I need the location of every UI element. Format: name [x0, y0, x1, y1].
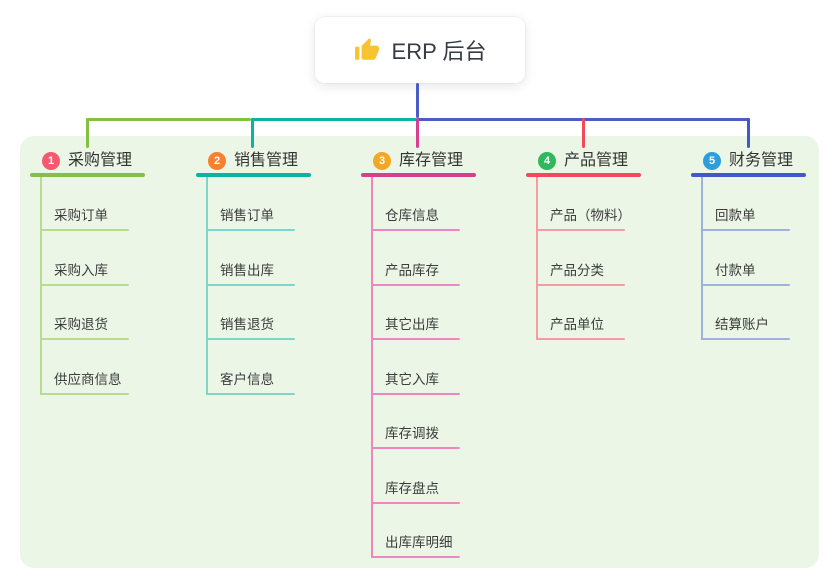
- branch-heading-underline: [196, 173, 311, 177]
- branch-item[interactable]: 产品（物料）: [550, 208, 631, 223]
- branch-child-connector: [40, 177, 42, 395]
- branch-item-underline: [536, 284, 625, 286]
- branch-item[interactable]: 产品分类: [550, 263, 604, 278]
- connector-drop-product: [582, 118, 585, 148]
- connector-trunk-green: [86, 118, 251, 121]
- branch-item-underline: [701, 284, 790, 286]
- branches-panel: [20, 136, 819, 568]
- branch-item[interactable]: 产品单位: [550, 317, 604, 332]
- connector-trunk-teal: [251, 118, 417, 121]
- root-label: ERP 后台: [391, 39, 487, 64]
- branch-item[interactable]: 客户信息: [220, 372, 274, 387]
- branch-item-underline: [701, 229, 790, 231]
- branch-item[interactable]: 库存调拨: [385, 426, 439, 441]
- branch-item[interactable]: 产品库存: [385, 263, 439, 278]
- branch-heading-label[interactable]: 采购管理: [68, 152, 133, 169]
- branch-heading-label[interactable]: 库存管理: [399, 152, 464, 169]
- branch-index-badge: 4: [538, 152, 556, 170]
- branch-item[interactable]: 采购退货: [54, 317, 108, 332]
- branch-heading-underline: [361, 173, 476, 177]
- branch-item-underline: [371, 338, 460, 340]
- branch-child-connector: [701, 177, 703, 340]
- branch-inventory: 3 库存管理仓库信息产品库存其它出库其它入库库存调拨库存盘点出库库明细: [361, 0, 511, 588]
- branch-item[interactable]: 采购订单: [54, 208, 108, 223]
- branch-item-underline: [371, 284, 460, 286]
- branch-item[interactable]: 其它入库: [385, 372, 439, 387]
- root-node[interactable]: ERP 后台: [315, 17, 525, 83]
- branch-index-badge: 2: [208, 152, 226, 170]
- connector-drop-inventory: [416, 118, 419, 148]
- branch-child-connector: [206, 177, 208, 395]
- connector-drop-sales: [251, 118, 254, 148]
- branch-item-underline: [206, 284, 295, 286]
- branch-item[interactable]: 供应商信息: [54, 372, 122, 387]
- branch-item-underline: [371, 447, 460, 449]
- branch-item-underline: [206, 229, 295, 231]
- thumbs-up-icon: [354, 37, 380, 63]
- branch-index-badge: 1: [42, 152, 60, 170]
- branch-item[interactable]: 付款单: [715, 263, 756, 278]
- connector-drop-purchase: [86, 118, 89, 148]
- branch-heading-underline: [691, 173, 806, 177]
- branch-heading-label[interactable]: 销售管理: [234, 152, 299, 169]
- branch-child-connector: [536, 177, 538, 340]
- branch-item-underline: [40, 284, 129, 286]
- branch-item-underline: [371, 556, 460, 558]
- branch-item-underline: [371, 229, 460, 231]
- branch-item[interactable]: 回款单: [715, 208, 756, 223]
- branch-heading-underline: [30, 173, 145, 177]
- branch-item-underline: [40, 338, 129, 340]
- connector-root-line: [416, 83, 419, 118]
- branch-item[interactable]: 库存盘点: [385, 481, 439, 496]
- branch-heading-label[interactable]: 产品管理: [564, 152, 629, 169]
- branch-index-badge: 3: [373, 152, 391, 170]
- branch-item-underline: [40, 229, 129, 231]
- branch-item-underline: [206, 338, 295, 340]
- branch-child-connector: [371, 177, 373, 558]
- branch-item-underline: [40, 393, 129, 395]
- branch-item[interactable]: 采购入库: [54, 263, 108, 278]
- branch-item[interactable]: 结算账户: [715, 317, 769, 332]
- branch-item[interactable]: 其它出库: [385, 317, 439, 332]
- branch-finance: 5 财务管理回款单付款单结算账户: [691, 0, 839, 588]
- branch-item[interactable]: 销售订单: [220, 208, 274, 223]
- branch-item-underline: [371, 393, 460, 395]
- branch-heading-underline: [526, 173, 641, 177]
- branch-product: 4 产品管理产品（物料） 产品分类产品单位: [526, 0, 676, 588]
- branch-item[interactable]: 仓库信息: [385, 208, 439, 223]
- branch-item-underline: [206, 393, 295, 395]
- branch-item-underline: [536, 229, 625, 231]
- branch-sales: 2 销售管理销售订单销售出库销售退货客户信息: [196, 0, 346, 588]
- branch-item-underline: [536, 338, 625, 340]
- branch-purchase: 1 采购管理采购订单采购入库采购退货供应商信息: [30, 0, 180, 588]
- branch-item[interactable]: 出库库明细: [385, 535, 453, 550]
- connector-drop-finance: [747, 118, 750, 148]
- branch-index-badge: 5: [703, 152, 721, 170]
- branch-heading-label[interactable]: 财务管理: [729, 152, 794, 169]
- branch-item-underline: [371, 502, 460, 504]
- branch-item-underline: [701, 338, 790, 340]
- branch-item[interactable]: 销售退货: [220, 317, 274, 332]
- branch-item[interactable]: 销售出库: [220, 263, 274, 278]
